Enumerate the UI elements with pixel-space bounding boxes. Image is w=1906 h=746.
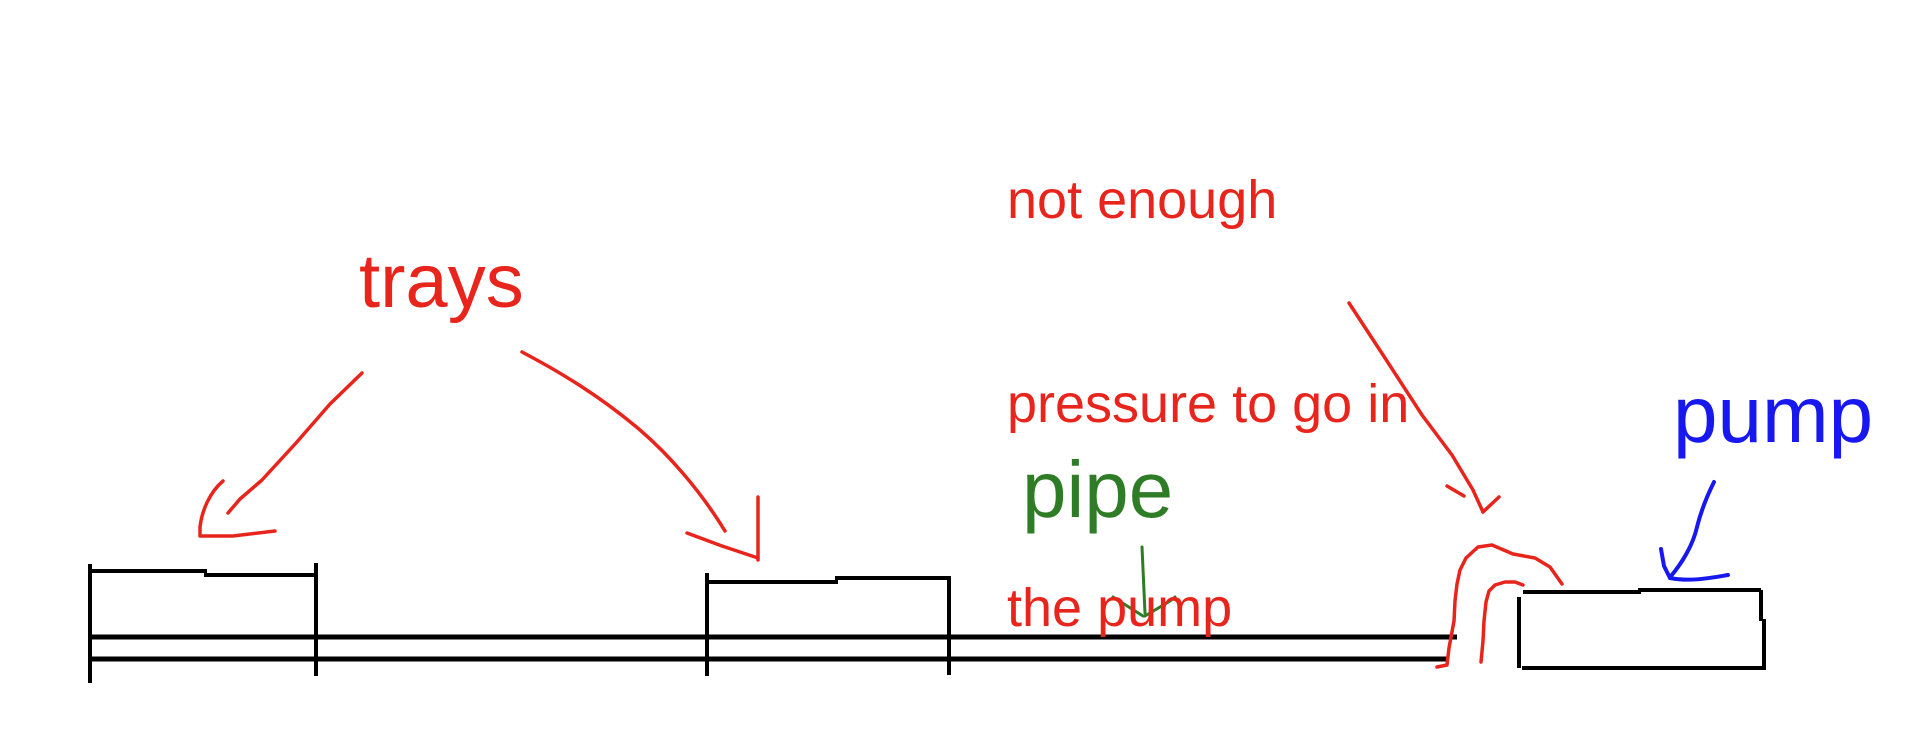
pump-arrow — [1659, 480, 1730, 582]
backflow-squiggle — [1435, 543, 1564, 669]
pipe-arrow — [1111, 545, 1177, 618]
pump-label: pump — [1673, 370, 1874, 459]
trays-arrow-left — [198, 371, 364, 538]
pump-outline — [1517, 588, 1766, 670]
pressure-note-arrow — [1347, 301, 1501, 514]
pressure-note-line-3: the pump — [1007, 578, 1233, 638]
pressure-note-line-1: not enough — [1007, 170, 1278, 230]
trays-label: trays — [359, 239, 524, 324]
pipe-label: pipe — [1022, 445, 1174, 534]
middle-tray-outline — [705, 573, 951, 676]
pressure-note-line-2: pressure to go in — [1007, 374, 1410, 434]
pressure-note-text: not enough pressure to go in the pump — [1007, 30, 1409, 746]
left-tray-outline — [88, 563, 318, 683]
pipe-lines — [92, 634, 1457, 662]
trays-arrow-right — [520, 350, 760, 562]
